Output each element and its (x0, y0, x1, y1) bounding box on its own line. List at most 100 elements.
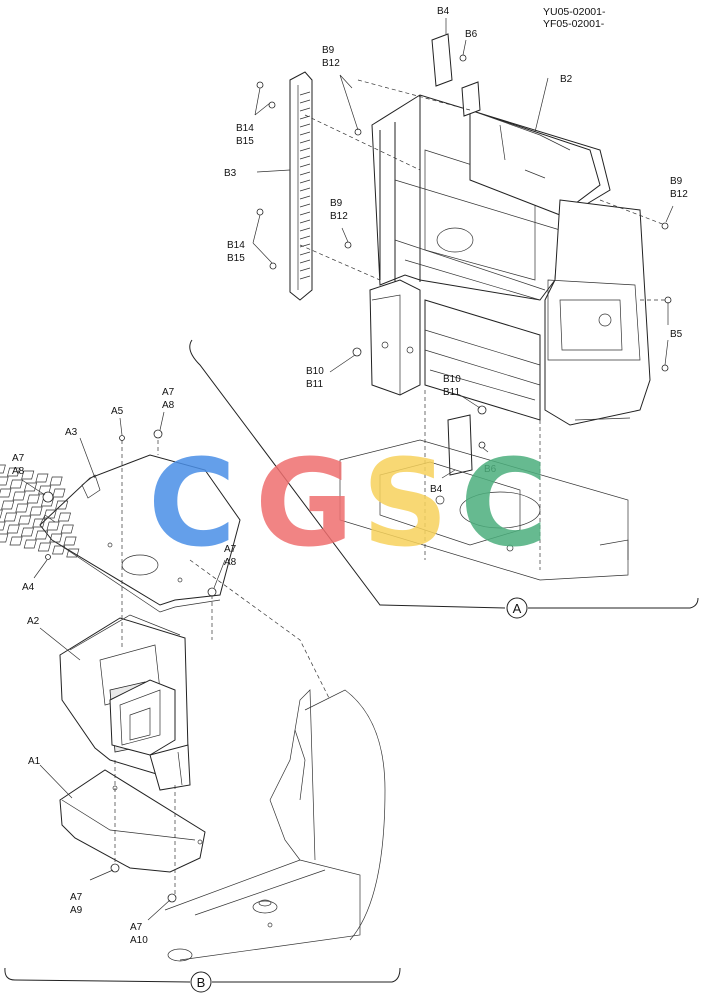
louver-slat (299, 227, 311, 232)
grid-hole (0, 509, 3, 519)
grid-hole (26, 494, 40, 504)
label-b11-right: B11 (443, 387, 460, 398)
label-a4: A4 (22, 582, 35, 593)
louver-slat (299, 203, 311, 208)
grid-hole (37, 542, 51, 552)
grid-hole (0, 464, 6, 474)
louver-slat (299, 179, 311, 184)
louver-slat (299, 155, 311, 160)
label-b12-right: B12 (670, 189, 688, 200)
serial-line-1: YU05-02001- (543, 6, 606, 18)
louver-slat (299, 107, 311, 112)
label-a8-right: A8 (224, 557, 237, 568)
label-a8-top: A8 (162, 400, 175, 411)
lower-bolts (42, 429, 217, 903)
louver-slat (299, 259, 311, 264)
grid-hole (60, 524, 74, 534)
grid-hole (3, 512, 17, 522)
top-plate-a3 (0, 454, 241, 613)
label-a8-left: A8 (12, 466, 25, 477)
louver-slat (299, 123, 311, 128)
louver-slat (299, 195, 311, 200)
grid-hole (0, 533, 9, 543)
grid-hole (35, 530, 49, 540)
grid-hole (32, 518, 46, 528)
louver-slat (299, 235, 311, 240)
louver-panel-b3 (289, 71, 313, 301)
louver-slat (299, 171, 311, 176)
grid-hole (66, 548, 80, 558)
louver-slat (299, 267, 311, 272)
grid-hole (29, 506, 43, 516)
watermark-letter-4: C (460, 435, 548, 574)
label-b10-right: B10 (443, 374, 461, 385)
label-b15-low: B15 (227, 253, 245, 264)
grid-hole (49, 533, 63, 543)
label-a2: A2 (27, 616, 40, 627)
grid-hole (6, 524, 20, 534)
louver-slat (299, 211, 311, 216)
label-a10: A10 (130, 935, 148, 946)
label-b2: B2 (560, 74, 573, 85)
louver-slat (299, 131, 311, 136)
upper-frame-assembly (369, 33, 651, 476)
grid-hole (9, 536, 23, 546)
part-labels: B4 B6 B9 B12 B2 B14 B15 B3 B9 B12 B9 B12… (12, 6, 688, 946)
louver-slat (299, 99, 311, 104)
label-b5: B5 (670, 329, 683, 340)
label-a7-left: A7 (12, 453, 25, 464)
grid-hole (63, 536, 77, 546)
grid-hole (0, 488, 12, 498)
louver-slat (299, 139, 311, 144)
upper-leaders (252, 18, 674, 570)
lower-leaders (21, 411, 226, 921)
label-b9-right: B9 (670, 176, 683, 187)
label-a7-right: A7 (224, 544, 237, 555)
louver-slat (299, 243, 311, 248)
louver-slat (299, 187, 311, 192)
louver-slat (299, 219, 311, 224)
cab-floor-outline (164, 559, 386, 962)
label-b4-low: B4 (430, 484, 443, 495)
grid-hole (52, 545, 66, 555)
grid-hole (12, 491, 26, 501)
grid-hole (55, 500, 69, 510)
label-b3: B3 (224, 168, 237, 179)
watermark-letter-1: C (148, 435, 236, 574)
label-a5: A5 (111, 406, 124, 417)
grid-hole (15, 503, 29, 513)
label-b14-low: B14 (227, 240, 245, 251)
callout-a-bracket: A (189, 339, 699, 619)
label-a3: A3 (65, 427, 78, 438)
label-b14-top: B14 (236, 123, 254, 134)
louver-slat (299, 275, 311, 280)
label-b6-low: B6 (484, 464, 497, 475)
grid-hole (23, 482, 38, 492)
label-a7-a10: A7 (130, 922, 143, 933)
grid-hole (21, 470, 35, 480)
label-b11-left: B11 (306, 379, 323, 390)
watermark-letter-3: S (362, 435, 448, 574)
label-b12-mid: B12 (330, 211, 348, 222)
label-b10-left: B10 (306, 366, 324, 377)
grid-hole (20, 527, 34, 537)
watermark: C G S C (148, 435, 548, 574)
louver-slat (299, 147, 311, 152)
callout-b-label: B (197, 975, 206, 990)
label-b12-top: B12 (322, 58, 340, 69)
label-a9: A9 (70, 905, 83, 916)
grid-hole (46, 521, 60, 531)
watermark-letter-2: G (255, 435, 354, 574)
label-b4-top: B4 (437, 6, 450, 17)
grid-hole (1, 500, 15, 510)
label-b6-top: B6 (465, 29, 478, 40)
label-b9-top: B9 (322, 45, 335, 56)
grid-hole (52, 488, 66, 498)
grid-hole (35, 473, 49, 483)
callout-b-bracket: B (4, 967, 401, 993)
label-a7-top: A7 (162, 387, 175, 398)
label-b15-top: B15 (236, 136, 254, 147)
label-a1: A1 (28, 756, 41, 767)
label-b9-mid: B9 (330, 198, 343, 209)
